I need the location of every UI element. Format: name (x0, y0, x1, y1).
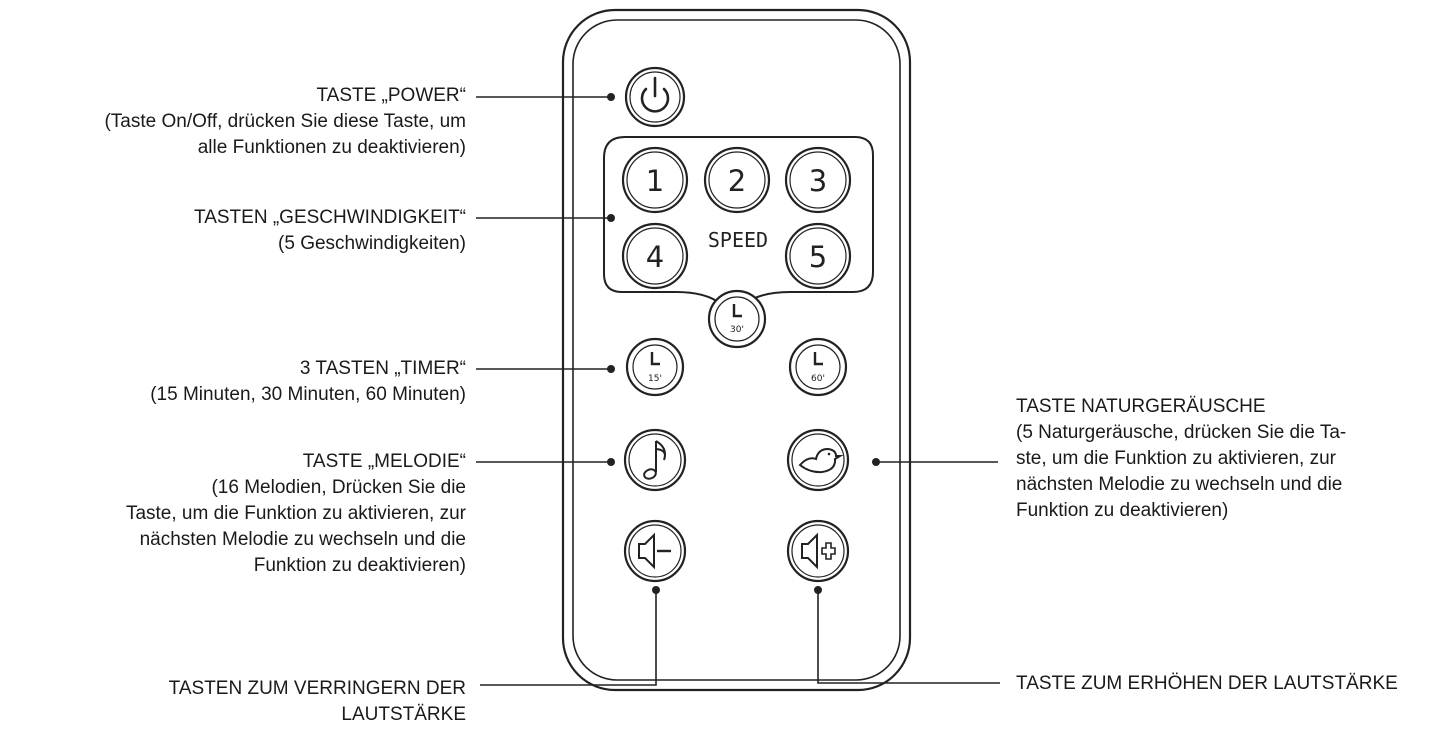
melody-label-desc-3: nächsten Melodie zu wechseln und die (139, 529, 466, 550)
volume-up-button[interactable] (786, 519, 850, 583)
clock-icon (732, 304, 742, 318)
melody-label-desc-2: Taste, um die Funktion zu aktivieren, zu… (125, 503, 466, 524)
timer-30-button[interactable]: 30' (707, 289, 767, 349)
bird-icon (798, 447, 844, 474)
timer-30-caption: 30' (730, 325, 744, 335)
timer-60-button[interactable]: 60' (788, 337, 848, 397)
volume-down-leader (480, 590, 657, 686)
nature-label-desc-3: nächsten Melodie zu wechseln und die (1016, 474, 1343, 495)
nature-label-desc-1: (5 Naturgeräusche, drücken Sie die Ta- (1016, 422, 1347, 443)
power-label-desc-1: (Taste On/Off, drücken Sie diese Taste, … (104, 111, 466, 132)
speed-label: SPEED (708, 228, 768, 252)
speed-label-title: TASTEN „GESCHWINDIGKEIT“ (194, 207, 466, 228)
power-label-title: TASTE „POWER“ (316, 85, 466, 106)
speed-button-3-label: 3 (809, 164, 827, 198)
speed-button-4[interactable]: 4 (621, 222, 689, 290)
melody-label-title: TASTE „MELODIE“ (302, 451, 466, 472)
timer-label-desc: (15 Minuten, 30 Minuten, 60 Minuten) (150, 384, 466, 405)
speed-button-5-label: 5 (809, 240, 827, 274)
volume-up-label: TASTE ZUM ERHÖHEN DER LAUTSTÄRKE (1016, 671, 1398, 697)
speed-button-2-label: 2 (728, 164, 746, 198)
nature-label: TASTE NATURGERÄUSCHE (5 Naturgeräusche, … (1016, 394, 1346, 524)
speed-button-5[interactable]: 5 (784, 222, 852, 290)
speed-button-4-label: 4 (646, 240, 664, 274)
nature-sounds-button[interactable] (786, 428, 850, 492)
power-icon (640, 76, 670, 113)
remote-outer-outline (561, 8, 912, 692)
music-note-icon (643, 440, 666, 480)
timer-15-caption: 15' (648, 374, 662, 384)
nature-label-desc-4: Funktion zu deaktivieren) (1016, 500, 1229, 521)
timer-label: 3 TASTEN „TIMER“ (15 Minuten, 30 Minuten… (150, 356, 466, 408)
timer-label-title: 3 TASTEN „TIMER“ (299, 358, 466, 379)
melody-label: TASTE „MELODIE“ (16 Melodien, Drücken Si… (126, 449, 466, 579)
timer-60-caption: 60' (811, 374, 825, 384)
timer-15-button[interactable]: 15' (625, 337, 685, 397)
power-button[interactable] (624, 66, 686, 128)
speed-label-desc: (5 Geschwindigkeiten) (278, 233, 466, 254)
nature-label-title: TASTE NATURGERÄUSCHE (1016, 396, 1266, 417)
volume-down-label-line-1: TASTEN ZUM VERRINGERN DER (168, 678, 466, 699)
melody-label-desc-1: (16 Melodien, Drücken Sie die (211, 477, 466, 498)
volume-down-label-line-2: LAUTSTÄRKE (341, 704, 466, 725)
speaker-plus-icon (801, 532, 836, 570)
volume-up-leader (817, 590, 1000, 684)
leader-lines (476, 93, 1000, 686)
speed-button-1-label: 1 (646, 164, 664, 198)
volume-down-button[interactable] (623, 519, 687, 583)
speed-button-3[interactable]: 3 (784, 146, 852, 214)
volume-up-label-line-1: TASTE ZUM ERHÖHEN DER LAUTSTÄRKE (1016, 673, 1398, 694)
clock-icon (650, 352, 660, 366)
speed-label-callout: TASTEN „GESCHWINDIGKEIT“ (5 Geschwindigk… (194, 205, 466, 257)
speed-button-2[interactable]: 2 (703, 146, 771, 214)
melody-label-desc-4: Funktion zu deaktivieren) (253, 555, 466, 576)
speaker-minus-icon (638, 532, 671, 570)
melody-button[interactable] (623, 428, 687, 492)
speed-button-1[interactable]: 1 (621, 146, 689, 214)
clock-icon (813, 352, 823, 366)
power-label: TASTE „POWER“ (Taste On/Off, drücken Sie… (104, 83, 466, 161)
remote-inner-outline (572, 19, 901, 681)
nature-label-desc-2: ste, um die Funktion zu aktivieren, zur (1016, 448, 1336, 469)
power-label-desc-2: alle Funktionen zu deaktivieren) (197, 137, 466, 158)
volume-down-label: TASTEN ZUM VERRINGERN DER LAUTSTÄRKE (169, 676, 466, 728)
